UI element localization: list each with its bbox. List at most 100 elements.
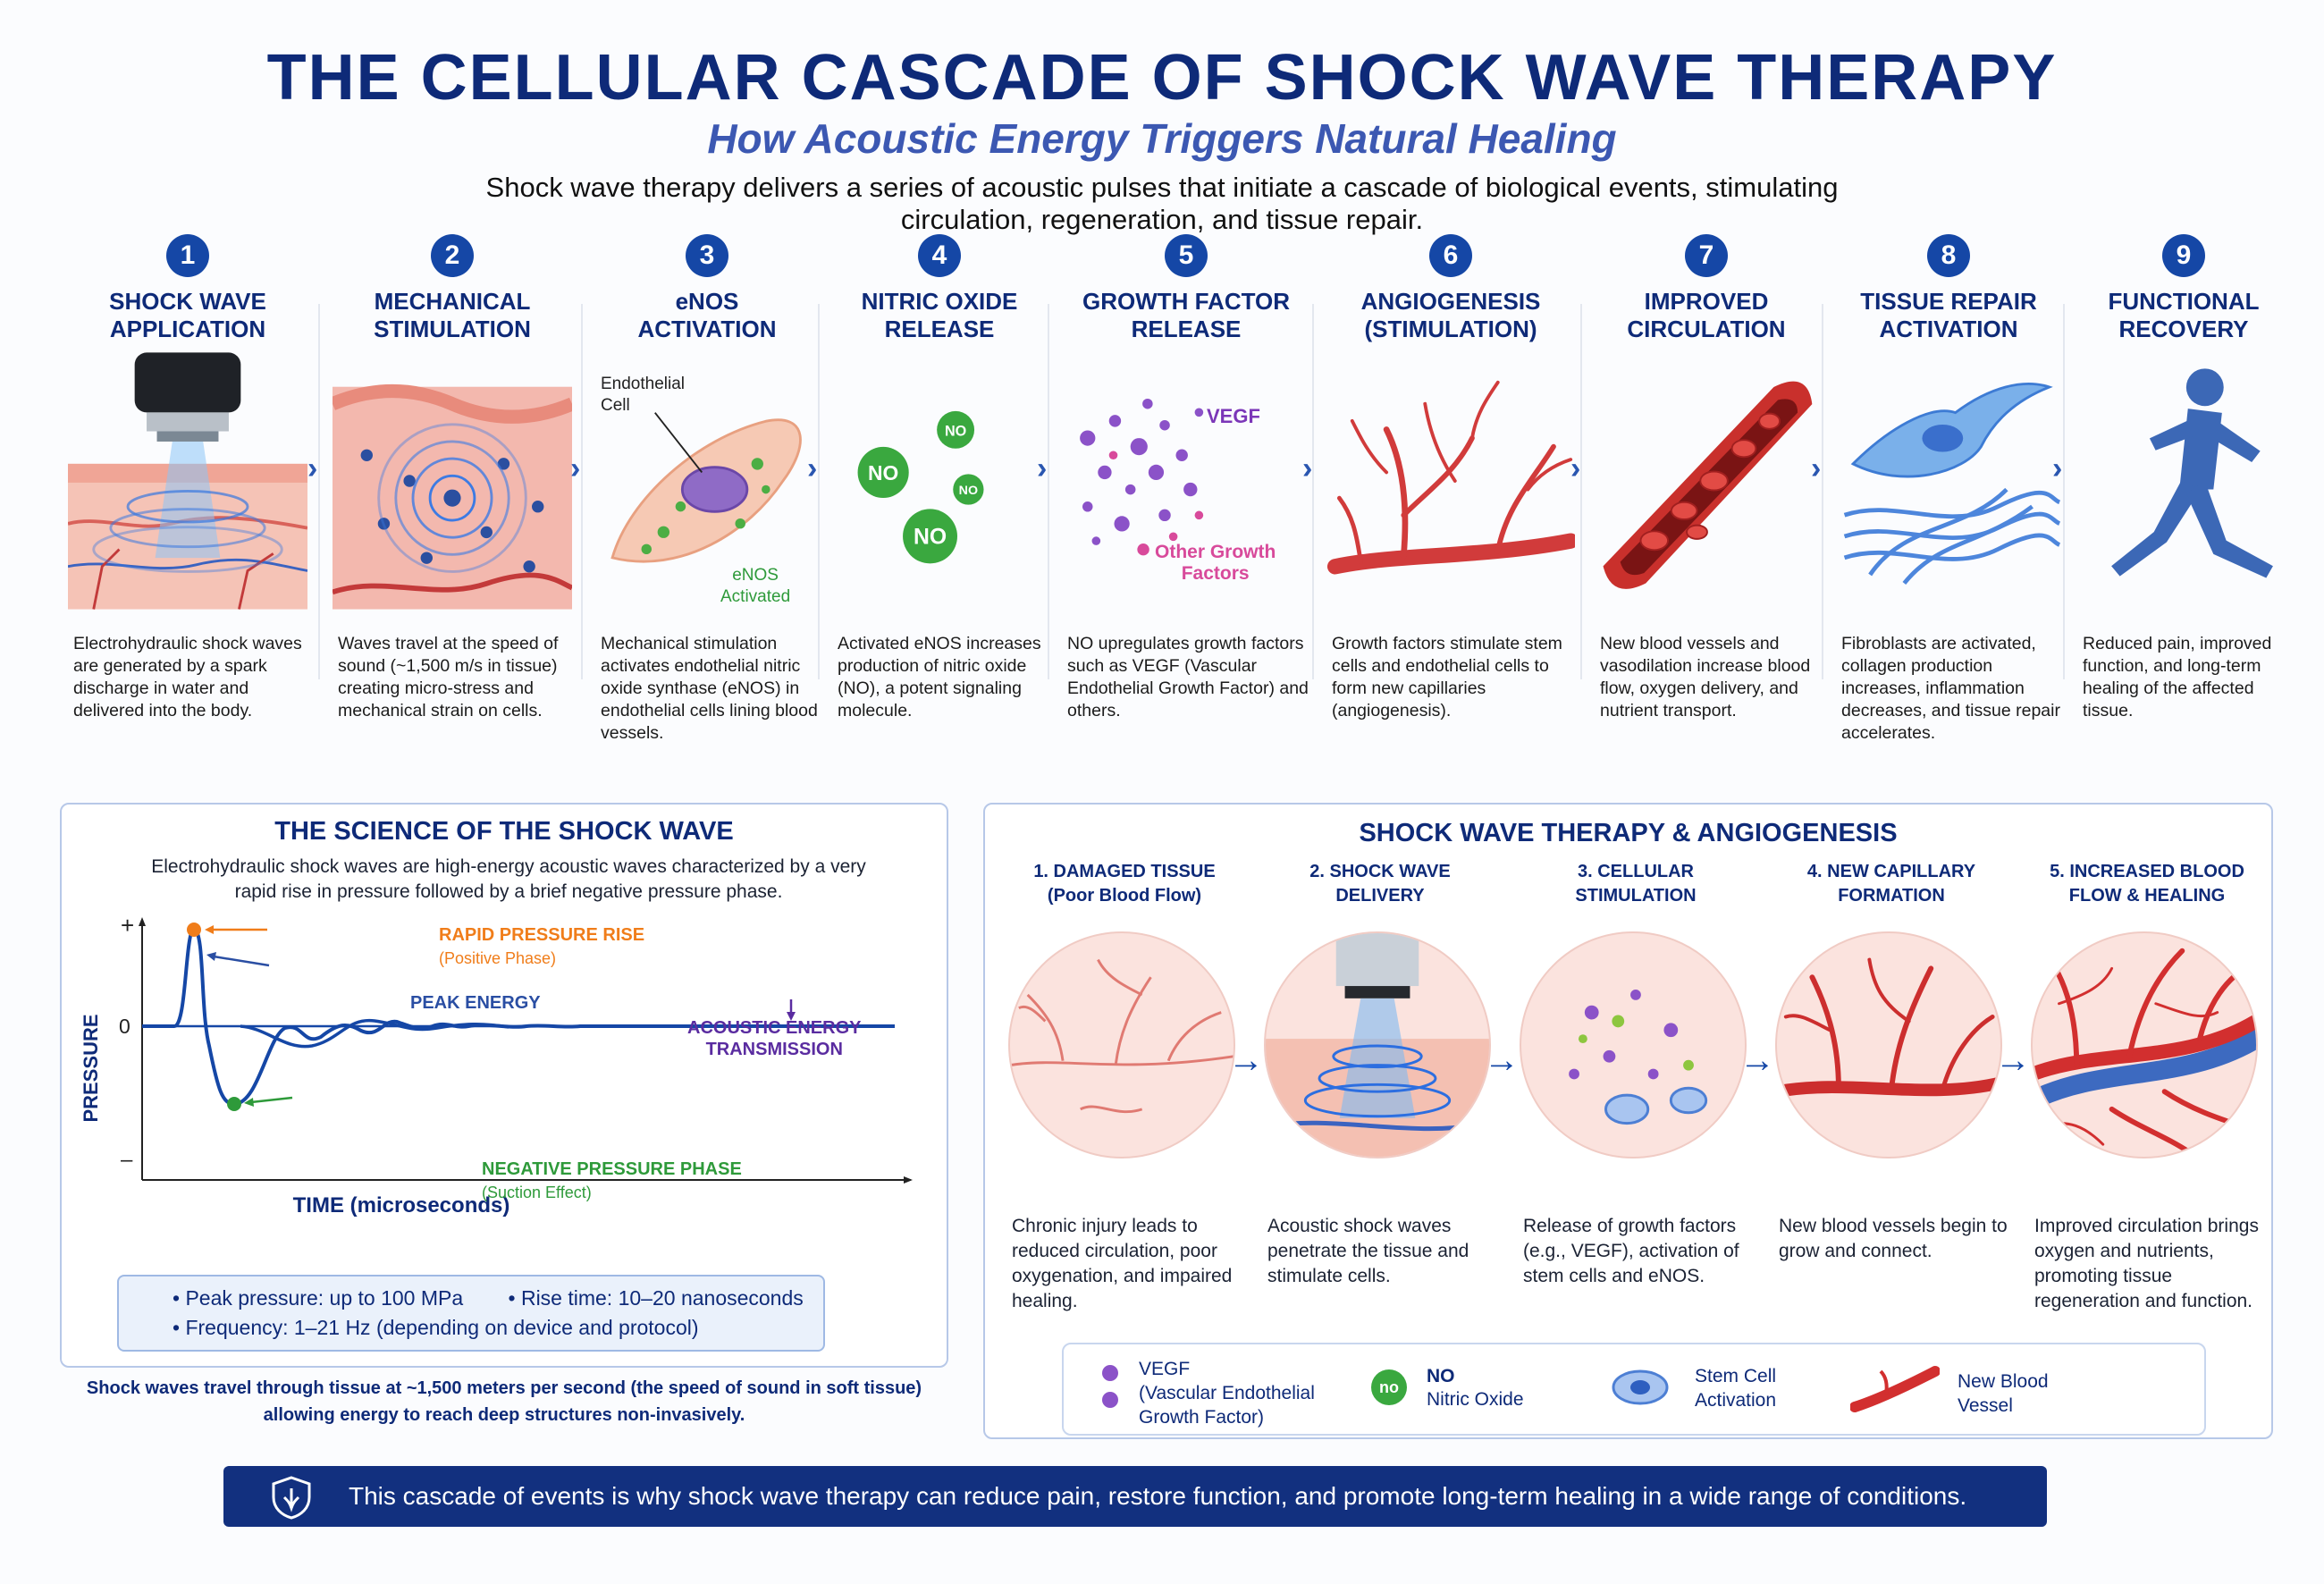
stage-description: New blood vessels begin to grow and conn… (1779, 1216, 2008, 1261)
negative-phase-label: NEGATIVE PRESSURE PHASE (482, 1159, 742, 1179)
step-title: FUNCTIONAL RECOVERY (2108, 288, 2260, 342)
science-panel: THE SCIENCE OF THE SHOCK WAVE Electrohyd… (60, 803, 948, 1368)
step-9: 9 FUNCTIONAL RECOVERY Reduced pain, impr… (2072, 234, 2295, 753)
arrow-right-icon: → (1739, 1041, 1775, 1080)
new-capillary-circle (1775, 931, 2002, 1159)
angio-stage-5: 5. INCREASED BLOOD FLOW & HEALING Improv… (2027, 860, 2267, 1361)
step-6: 6 ANGIOGENESIS (STIMULATION) Growth fact… (1321, 234, 1580, 753)
peak-pressure-spec: • Peak pressure: up to 100 MPa (173, 1286, 464, 1310)
step-description: Activated eNOS increases production of n… (838, 634, 1041, 720)
step-description: Mechanical stimulation activates endothe… (601, 634, 818, 743)
stage-description: Acoustic shock waves penetrate the tissu… (1267, 1216, 1469, 1286)
vegf-legend-icon (1102, 1365, 1118, 1408)
y-axis-label: PRESSURE (80, 1014, 102, 1122)
step-2: 2 MECHANICAL STIMULATION Waves travel at… (327, 234, 577, 753)
chevron-right-icon: › (2052, 451, 2063, 485)
pressure-chart: PRESSURE + 0 – TIME (microseconds) (80, 912, 913, 1217)
angiogenesis-illustration (1326, 347, 1579, 615)
nitric-oxide-illustration: NO NO NO NO (832, 347, 1047, 615)
step-number: 8 (1927, 234, 1970, 277)
step-number: 3 (686, 234, 728, 277)
step-title: MECHANICAL STIMULATION (374, 288, 531, 342)
legend-new-vessel: New Blood Vessel (1958, 1371, 2049, 1416)
mechanical-stimulation-illustration (329, 347, 576, 615)
chevron-right-icon: › (807, 451, 818, 485)
peak-energy-label: PEAK ENERGY (410, 993, 541, 1013)
stage-title: 3. CELLULAR STIMULATION (1575, 862, 1697, 906)
step-7: 7 IMPROVED CIRCULATION New blood vessels… (1589, 234, 1823, 753)
stage-description: Chronic injury leads to reduced circulat… (1012, 1216, 1233, 1311)
step-description: Reduced pain, improved function, and lon… (2083, 634, 2272, 720)
step-description: Fibroblasts are activated, collagen prod… (1841, 634, 2060, 743)
endothelial-cell-label: Endothelial Cell (601, 375, 686, 415)
step-description: New blood vessels and vasodilation incre… (1600, 634, 1811, 720)
step-title: eNOS ACTIVATION (637, 288, 777, 342)
step-number: 2 (431, 234, 474, 277)
y-tick-zero: 0 (119, 1015, 131, 1038)
y-tick-plus: + (121, 912, 134, 939)
chevron-right-icon: › (570, 451, 581, 485)
chevron-right-icon: › (307, 451, 318, 485)
other-growth-factors-label: Other Growth Factors (1155, 542, 1276, 584)
x-axis-label: TIME (microseconds) (293, 1193, 510, 1217)
angiogenesis-panel: SHOCK WAVE THERAPY & ANGIOGENESIS 1. DAM… (983, 803, 2273, 1439)
step-3: 3 eNOS ACTIVATION Endothelial Cell eNOS … (590, 234, 824, 753)
intro-text: Shock wave therapy delivers a series of … (485, 172, 1839, 235)
stage-description: Improved circulation brings oxygen and n… (2034, 1216, 2259, 1311)
stage-title: 2. SHOCK WAVE DELIVERY (1309, 862, 1451, 906)
conclusion-banner: This cascade of events is why shock wave… (223, 1466, 2047, 1527)
step-description: Waves travel at the speed of sound (~1,5… (338, 634, 559, 720)
angiogenesis-title: SHOCK WAVE THERAPY & ANGIOGENESIS (1359, 819, 1898, 847)
page-subtitle: How Acoustic Energy Triggers Natural Hea… (707, 115, 1617, 162)
blood-vessel-illustration (1595, 347, 1818, 615)
chevron-right-icon: › (1302, 451, 1313, 485)
spec-box: • Peak pressure: up to 100 MPa • Rise ti… (117, 1275, 825, 1352)
blood-vessel-legend-icon (1850, 1366, 1940, 1412)
step-title: ANGIOGENESIS (STIMULATION) (1360, 288, 1541, 342)
chevron-right-icon: › (1570, 451, 1581, 485)
arrow-right-icon: → (1228, 1041, 1264, 1080)
shock-wave-application-illustration (67, 347, 308, 615)
shield-icon (272, 1476, 311, 1520)
stem-cell-legend-icon (1612, 1369, 1669, 1405)
no-molecule-label: NO (945, 424, 966, 440)
step-description: Electrohydraulic shock waves are generat… (73, 634, 302, 720)
legend-no-title: NO (1427, 1366, 1455, 1386)
increased-blood-flow-circle (2031, 931, 2258, 1159)
science-note: Shock waves travel through tissue at ~1,… (86, 1378, 922, 1425)
growth-factor-illustration (1062, 347, 1310, 615)
rapid-rise-label: RAPID PRESSURE RISE (439, 925, 645, 945)
legend-stem-cell: Stem Cell Activation (1695, 1366, 1777, 1411)
step-title: NITRIC OXIDE RELEASE (861, 288, 1018, 342)
step-number: 9 (2162, 234, 2205, 277)
cellular-stimulation-circle (1520, 931, 1747, 1159)
angio-stage-2: 2. SHOCK WAVE DELIVERY Acoustic shock wa… (1260, 860, 1500, 1361)
stage-title: 1. DAMAGED TISSUE (Poor Blood Flow) (1033, 862, 1216, 906)
step-title: GROWTH FACTOR RELEASE (1082, 288, 1291, 342)
no-molecule-label: NO (914, 525, 947, 549)
legend-vegf: VEGF (Vascular Endothelial Growth Factor… (1139, 1359, 1315, 1428)
frequency-spec: • Frequency: 1–21 Hz (depending on devic… (173, 1316, 699, 1339)
science-description: Electrohydraulic shock waves are high-en… (151, 856, 866, 902)
y-tick-minus: – (121, 1148, 133, 1172)
science-title: THE SCIENCE OF THE SHOCK WAVE (274, 817, 734, 846)
step-number: 1 (166, 234, 209, 277)
no-legend-icon: no (1371, 1369, 1407, 1405)
step-number: 4 (918, 234, 961, 277)
damaged-tissue-circle (1008, 931, 1235, 1159)
chevron-right-icon: › (1811, 451, 1822, 485)
step-8: 8 TISSUE REPAIR ACTIVATION Fibroblasts a… (1831, 234, 2067, 753)
step-title: TISSUE REPAIR ACTIVATION (1860, 288, 2037, 342)
legend-no-sub: Nitric Oxide (1427, 1389, 1524, 1410)
vegf-label: VEGF (1207, 405, 1260, 427)
stage-title: 4. NEW CAPILLARY FORMATION (1806, 862, 1976, 906)
arrow-right-icon: → (1995, 1041, 2031, 1080)
step-description: Growth factors stimulate stem cells and … (1332, 634, 1562, 720)
stage-description: Release of growth factors (e.g., VEGF), … (1523, 1216, 1739, 1286)
negative-phase-sublabel: (Suction Effect) (482, 1184, 592, 1201)
step-number: 7 (1685, 234, 1728, 277)
arrow-right-icon: → (1484, 1041, 1520, 1080)
step-4: 4 NITRIC OXIDE RELEASE NO NO NO NO Activ… (827, 234, 1052, 753)
step-title: SHOCK WAVE APPLICATION (109, 288, 266, 342)
rapid-rise-sublabel: (Positive Phase) (439, 949, 557, 967)
